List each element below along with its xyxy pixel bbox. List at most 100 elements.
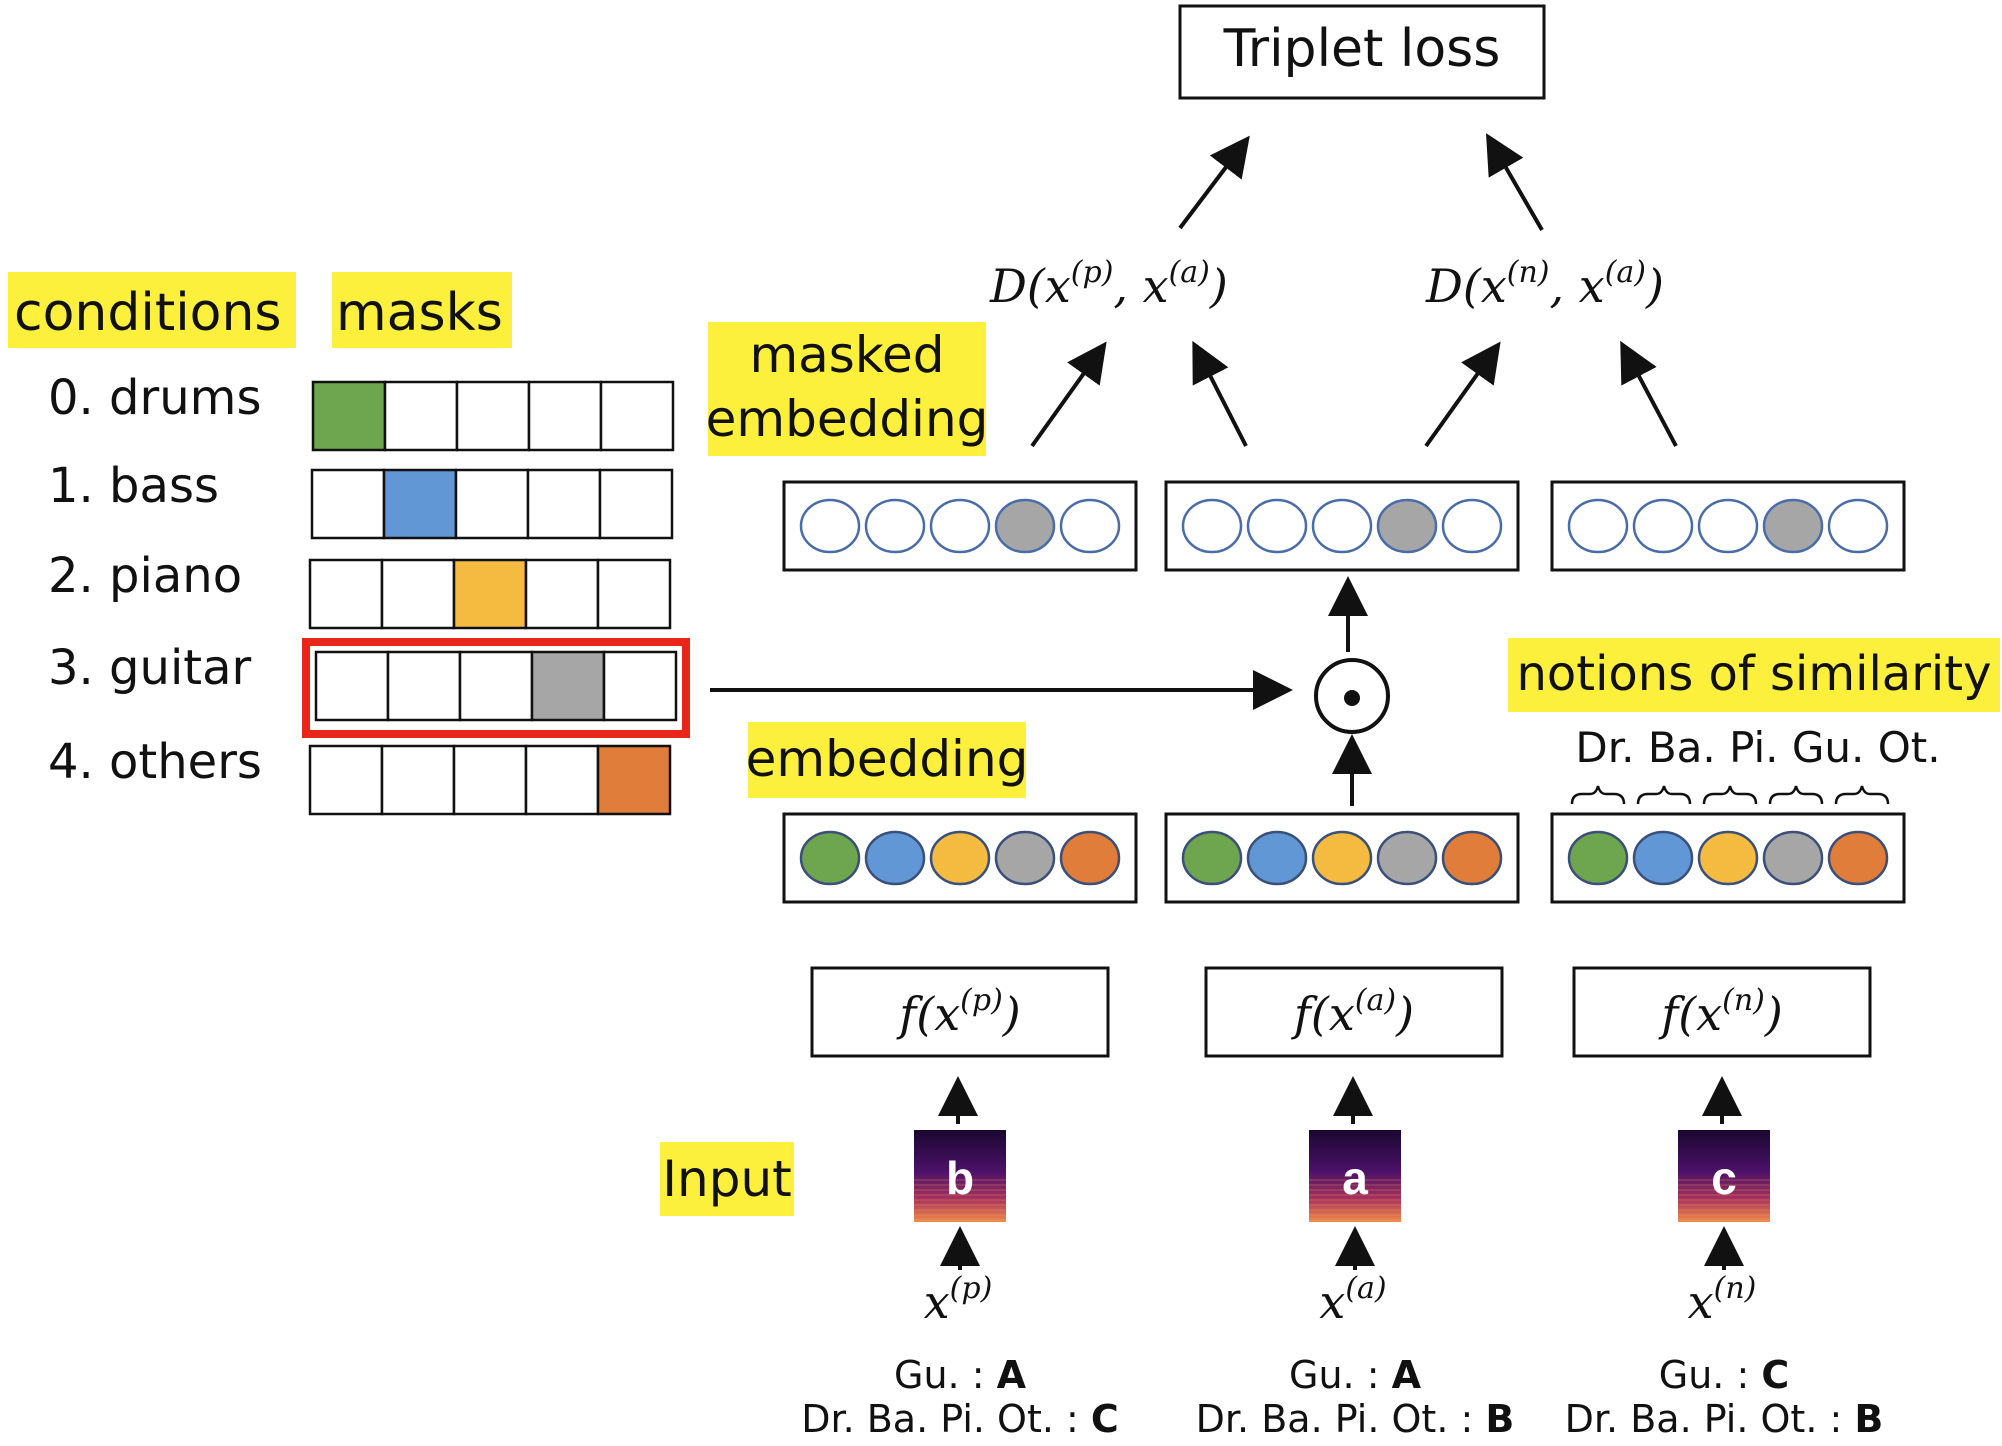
mask-cell-3-1 [386, 650, 462, 722]
column-negative: f(x(n))cx(n)Gu. : CDr. Ba. Pi. Ot. : B [1565, 966, 1884, 1441]
masked-embedding-label-line1: masked [749, 326, 944, 384]
masked-embedding-dim-guitar [1376, 498, 1438, 554]
spectrogram-letter-positive: b [946, 1152, 974, 1204]
caption-others-negative: Dr. Ba. Pi. Ot. : B [1565, 1397, 1884, 1441]
masked-embedding-dim-piano [1311, 498, 1373, 554]
distance-positive-anchor: D(x(p), x(a)) [989, 255, 1228, 313]
input-symbol-negative: x(n) [1688, 1271, 1757, 1329]
spectrogram-positive [914, 1130, 1006, 1222]
column-anchor: f(x(a))ax(a)Gu. : ADr. Ba. Pi. Ot. : B [1196, 966, 1515, 1441]
caption-guitar-negative: Gu. : C [1659, 1353, 1789, 1397]
masked-embedding-row [782, 480, 1906, 572]
mask-cell-1-0 [310, 468, 386, 540]
embedding-dim-piano [929, 830, 991, 886]
conditions-list: 0. drums 1. bass 2. piano 3. guitar 4. other… [48, 370, 690, 816]
mask-cell-1-4 [598, 468, 674, 540]
masks-highlight [332, 272, 512, 348]
condition-label-0: 0. drums [48, 370, 261, 426]
feature-box-anchor [1204, 966, 1504, 1058]
mask-cell-4-2 [452, 744, 528, 816]
masked-embedding-dim-bass [864, 498, 926, 554]
arrow-masked-a-to-dp [1192, 340, 1248, 447]
embedding-dim-guitar [994, 830, 1056, 886]
embedding-dim-guitar [1762, 830, 1824, 886]
brace-3 [1768, 785, 1824, 805]
triplet-loss-box [1178, 4, 1546, 100]
operator-dot [1344, 690, 1360, 706]
input-label: Input [662, 1150, 791, 1208]
mask-cell-0-1 [383, 380, 459, 452]
embedding-label: embedding [746, 730, 1029, 788]
masked-embedding-dim-guitar [1762, 498, 1824, 554]
caption-guitar-anchor: Gu. : A [1289, 1353, 1422, 1397]
input-highlight [660, 1142, 794, 1216]
mask-cell-4-4 [596, 744, 672, 816]
embedding-dim-piano [1311, 830, 1373, 886]
masked-embedding-label-line2: embedding [706, 390, 989, 448]
caption-guitar-positive: Gu. : A [894, 1353, 1027, 1397]
feature-box-positive [810, 966, 1110, 1058]
input-symbol-positive: x(p) [924, 1271, 993, 1329]
mask-cell-2-1 [380, 558, 456, 630]
arrow-masked-a-to-dn [1424, 341, 1501, 448]
embedding-dim-others [1059, 830, 1121, 886]
conditions-highlight [8, 272, 296, 348]
embedding-dim-piano [1697, 830, 1759, 886]
input-symbol-anchor: x(a) [1319, 1271, 1386, 1329]
selected-mask-border [302, 638, 690, 738]
brace-4 [1834, 785, 1890, 805]
embedding-dim-others [1827, 830, 1889, 886]
input-columns: f(x(p))bx(p)Gu. : ADr. Ba. Pi. Ot. : Cf(… [801, 966, 1884, 1441]
mask-cell-2-0 [308, 558, 384, 630]
condition-label-2: 2. piano [48, 548, 242, 604]
masked-embedding-dim-drums [799, 498, 861, 554]
embedding-dim-bass [1246, 830, 1308, 886]
mask-cell-4-1 [380, 744, 456, 816]
column-positive: f(x(p)) b x(p) Gu. : ADr. Ba. Pi. Ot. : C [801, 966, 1119, 1441]
masked-embedding-dim-piano [1697, 498, 1759, 554]
masked-embedding-dim-bass [1246, 498, 1308, 554]
embedding-row [782, 812, 1906, 904]
distance-negative-anchor: D(x(n), x(a)) [1425, 255, 1664, 313]
conditions-heading: conditions [14, 283, 282, 343]
masked-embedding-dim-guitar [994, 498, 1056, 554]
mask-cell-0-0 [311, 380, 387, 452]
arrow-masked-p-to-dp [1030, 341, 1107, 448]
masked-embedding-dim-others [1441, 498, 1503, 554]
feature-label-anchor: f(x(a)) [1291, 983, 1414, 1041]
masks-heading: masks [336, 283, 503, 343]
triplet-loss-label: Triplet loss [1223, 19, 1501, 79]
condition-label-1: 1. bass [48, 458, 219, 514]
mask-cell-0-3 [527, 380, 603, 452]
feature-box-negative [1572, 966, 1872, 1058]
masked-embedding-highlight [708, 322, 986, 456]
embedding-dim-guitar [1376, 830, 1438, 886]
spectrogram-letter-negative: c [1711, 1152, 1737, 1204]
arrow-dp-to-loss [1178, 135, 1250, 230]
notions-highlight [1508, 638, 2000, 712]
condition-label-3: 3. guitar [48, 640, 252, 696]
masked-embedding-dim-others [1827, 498, 1889, 554]
svg-text:D(x(n), x(a)): D(x(n), x(a)) [1425, 255, 1664, 313]
mask-cell-2-3 [524, 558, 600, 630]
mask-cell-3-3 [530, 650, 606, 722]
mask-cell-3-4 [602, 650, 678, 722]
similarity-braces [1570, 785, 1890, 805]
mask-cell-4-0 [308, 744, 384, 816]
embedding-dim-drums [1181, 830, 1243, 886]
brace-0 [1570, 785, 1626, 805]
condition-label-4: 4. others [48, 734, 262, 790]
similarity-abbreviations: Dr. Ba. Pi. Gu. Ot. [1575, 723, 1940, 772]
masked-embedding-dim-piano [929, 498, 991, 554]
embedding-dim-drums [799, 830, 861, 886]
embedding-dim-bass [864, 830, 926, 886]
embedding-dim-drums [1567, 830, 1629, 886]
brace-2 [1702, 785, 1758, 805]
notions-of-similarity-label: notions of similarity [1516, 646, 1991, 702]
caption-others-anchor: Dr. Ba. Pi. Ot. : B [1196, 1397, 1515, 1441]
feature-label-positive: f(x(p)) [896, 983, 1021, 1041]
caption-others-positive: Dr. Ba. Pi. Ot. : C [801, 1397, 1119, 1441]
embedding-dim-others [1441, 830, 1503, 886]
arrow-dn-to-loss [1485, 133, 1544, 232]
